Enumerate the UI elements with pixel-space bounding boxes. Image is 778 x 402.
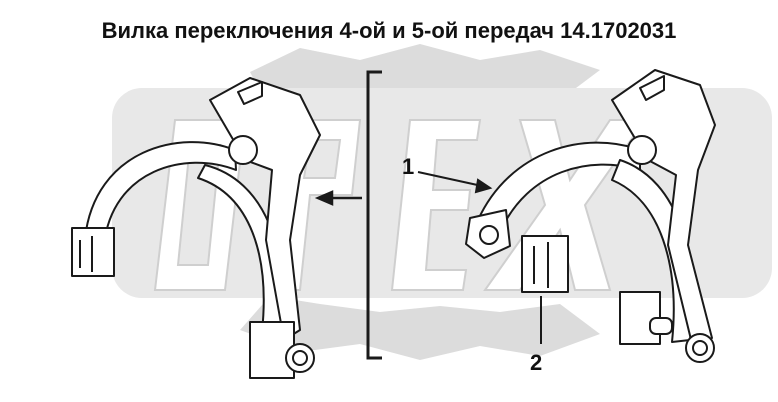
callout-label-2: 2 — [530, 350, 543, 375]
fork-pin-bore-inner — [692, 340, 708, 356]
shift-fork-exploded — [465, 69, 716, 363]
fork-pad-left-slot — [79, 236, 93, 272]
fork-pin — [649, 317, 673, 335]
grouping-bracket — [366, 70, 382, 360]
fork-arm-bore — [479, 225, 499, 245]
fork-lever-slot — [237, 81, 263, 105]
fork-pad-loose — [521, 235, 569, 293]
leader-line-1 — [417, 171, 483, 187]
direction-arrow — [314, 190, 362, 206]
watermark-letter-e — [390, 119, 482, 291]
fork-lever-slot — [639, 75, 665, 101]
leader-lines — [417, 171, 542, 344]
shift-fork-assembled — [71, 77, 321, 379]
fork-shaft-bore — [627, 135, 657, 165]
diagram-title: Вилка переключения 4-ой и 5-ой передач 1… — [101, 18, 677, 43]
fork-pin-bore-inner — [292, 350, 308, 366]
watermark-gear-ring-bottom — [240, 296, 600, 360]
arrow-head — [314, 190, 334, 206]
fork-pad-loose-slot — [533, 242, 549, 288]
leader-arrow-1 — [474, 178, 493, 194]
fork-shaft-bore — [228, 135, 258, 165]
callout-label-1: 1 — [402, 154, 415, 179]
